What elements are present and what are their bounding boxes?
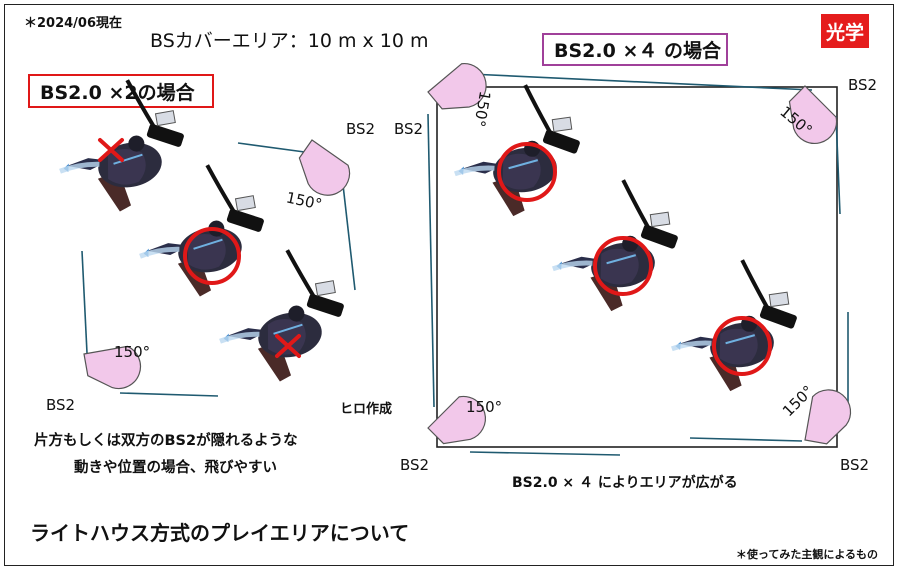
right-play-area [436,86,838,448]
right-bs-label-br: BS2 [840,456,870,474]
outer-frame [4,4,894,566]
left-player-1 [46,72,195,220]
left-bs-label-bottom: BS2 [46,396,76,414]
right-coverage-lines [427,73,849,456]
left-bs-label-top: BS2 [346,120,376,138]
credit-text: ヒロ作成 [340,402,393,417]
cover-area-text: BSカバーエリア：10 m x 10 m [150,30,429,52]
right-player-3 [661,254,807,399]
optical-badge: 光学 [821,14,869,48]
right-ok-circle-2 [593,236,653,296]
left-coverage-lines [81,142,356,397]
left-x-mark-1 [98,138,124,162]
left-description-1: 片方もしくは双方のBS2が隠れるような [34,433,298,449]
right-bs-label-tl: BS2 [394,120,424,138]
right-ok-circle-3 [712,316,772,376]
left-ok-circle [183,227,241,285]
footer-title: ライトハウス方式のプレイエリアについて [30,521,410,545]
right-bs-label-tr: BS2 [848,76,878,94]
date-note: ＊2024/06現在 [24,16,123,31]
left-angle-bottom: 150° [114,343,151,361]
right-player-2 [542,174,688,319]
right-area-note: BS2.0 × ４ によりエリアが広がる [512,475,738,491]
right-angle-bl: 150° [466,398,503,416]
left-panel-title: BS2.0 ×2の場合 [28,74,214,108]
right-panel-title: BS2.0 ×４ の場合 [542,33,728,66]
right-bs-label-bl: BS2 [400,456,430,474]
right-ok-circle-1 [497,142,557,202]
left-description-2: 動きや位置の場合、飛びやすい [74,460,277,476]
left-x-mark-2 [275,334,301,358]
footer-note: ＊使ってみた主観によるもの [735,548,878,561]
